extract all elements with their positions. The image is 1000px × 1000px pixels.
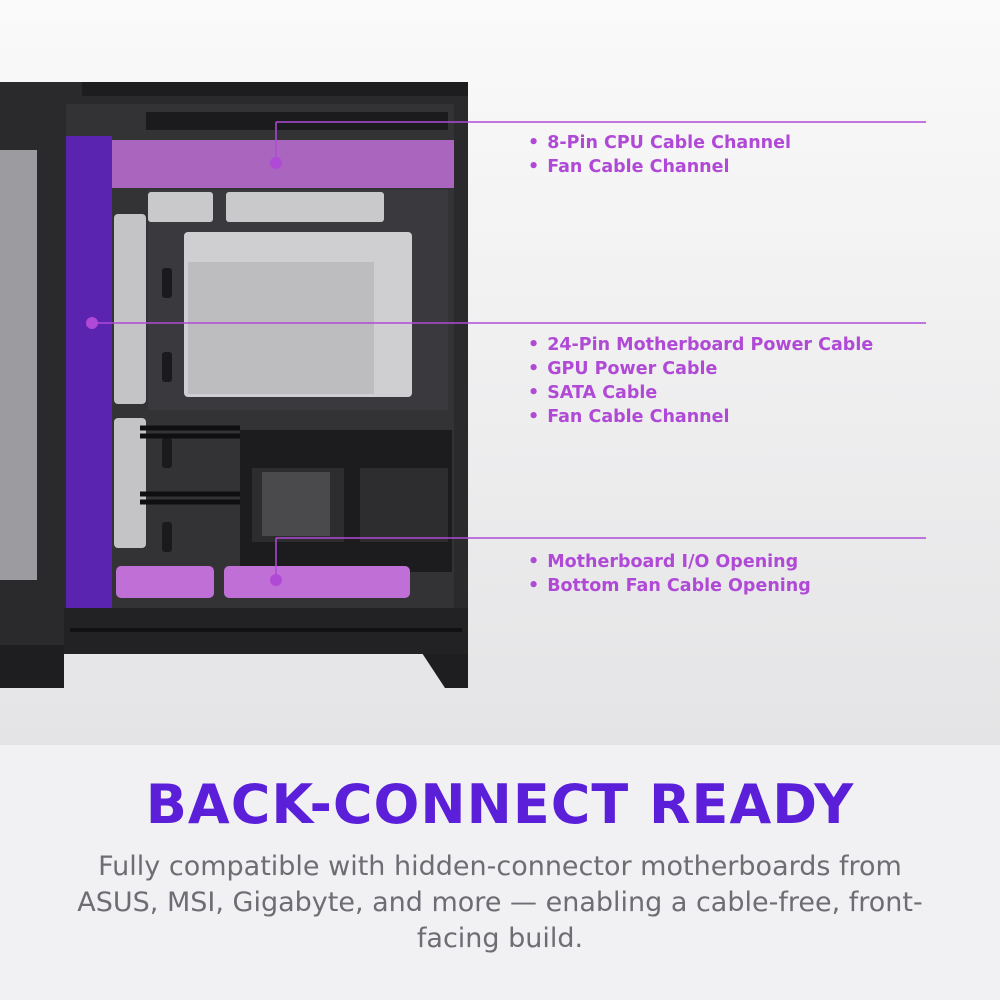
tray-window-side-lower — [114, 418, 146, 548]
tray-cutout-inner — [188, 262, 374, 394]
tray-window-left — [148, 192, 213, 222]
front-glass-panel — [0, 150, 37, 580]
bottom-fan-cable-opening — [224, 566, 410, 598]
tray-window-top — [226, 192, 384, 222]
callout-list-top: 8-Pin CPU Cable Channel Fan Cable Channe… — [528, 131, 791, 179]
callout-list-middle: 24-Pin Motherboard Power Cable GPU Power… — [528, 333, 873, 429]
top-cable-channel — [112, 140, 454, 188]
callout-item: 8-Pin CPU Cable Channel — [528, 131, 791, 155]
callout-dot-bottom — [270, 574, 282, 586]
callout-dot-top — [270, 157, 282, 169]
drive-cage-mesh — [262, 472, 330, 536]
callout-item: Motherboard I/O Opening — [528, 550, 811, 574]
callout-item: Bottom Fan Cable Opening — [528, 574, 811, 598]
bottom-io-opening — [116, 566, 214, 598]
callout-item: Fan Cable Channel — [528, 405, 873, 429]
callout-item: 24-Pin Motherboard Power Cable — [528, 333, 873, 357]
headline: BACK-CONNECT READY — [145, 773, 855, 836]
pc-case-illustration — [0, 82, 926, 688]
drive-cage-bay-right — [360, 468, 448, 542]
grommet-slot — [162, 438, 172, 468]
grommet-slot — [162, 522, 172, 552]
description-text: Fully compatible with hidden-connector m… — [77, 851, 923, 954]
callout-item: Fan Cable Channel — [528, 155, 791, 179]
callout-item: SATA Cable — [528, 381, 873, 405]
grommet-slot — [162, 352, 172, 382]
tray-window-side-upper — [114, 214, 146, 404]
product-image-area: 8-Pin CPU Cable Channel Fan Cable Channe… — [0, 0, 1000, 745]
top-fan-rail — [146, 112, 448, 130]
case-top-lip — [82, 82, 468, 96]
case-foot-right — [420, 650, 468, 688]
case-foot-left — [0, 645, 64, 688]
caption-panel: BACK-CONNECT READY Fully compatible with… — [0, 745, 1000, 1000]
callout-dot-middle — [86, 317, 98, 329]
grommet-slot — [162, 268, 172, 298]
callout-item: GPU Power Cable — [528, 357, 873, 381]
bottom-vent-line — [70, 628, 462, 632]
callout-list-bottom: Motherboard I/O Opening Bottom Fan Cable… — [528, 550, 811, 598]
cable-bundle — [140, 425, 240, 505]
vertical-cable-channel — [66, 136, 112, 608]
